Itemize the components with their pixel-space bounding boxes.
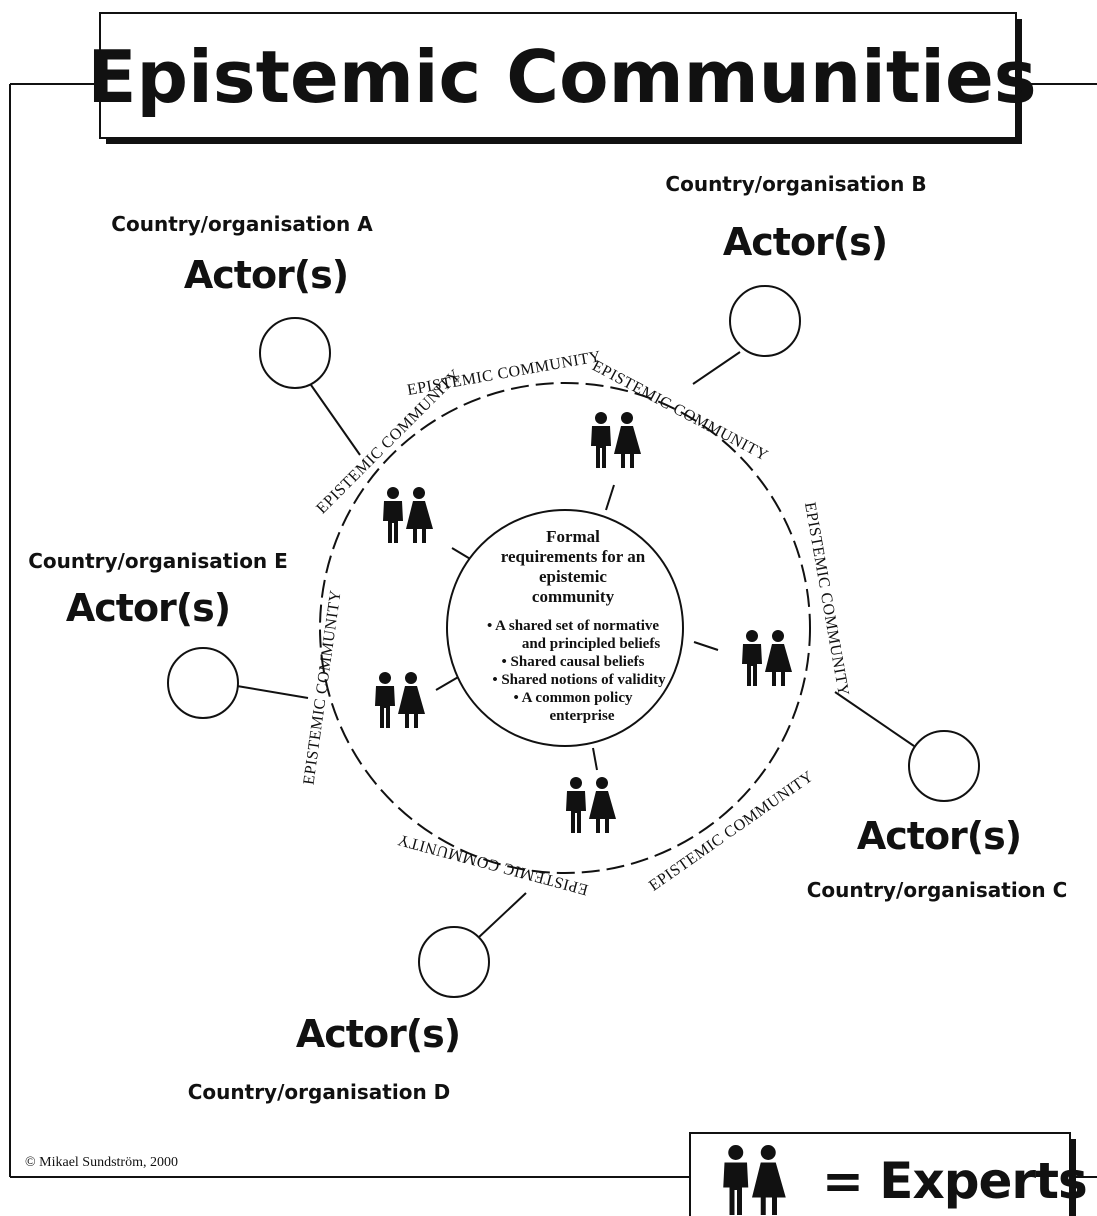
- copyright-note: © Mikael Sundström, 2000: [25, 1155, 178, 1170]
- center-spokes: [435, 484, 719, 771]
- actor-e: Country/organisation E Actor(s): [28, 549, 288, 719]
- center-item: enterprise: [550, 708, 615, 724]
- center-item: • A shared set of normative: [487, 618, 659, 634]
- center-requirements: Formal requirements for an epistemic com…: [446, 509, 684, 747]
- actor-b-country: Country/organisation B: [665, 172, 926, 196]
- legend-box: = Experts: [689, 1132, 1088, 1216]
- outer-frame: [9, 83, 1097, 1178]
- center-item: • A common policy: [513, 690, 633, 706]
- actor-c: Actor(s) Country/organisation C: [807, 730, 1068, 902]
- experts-icon: [742, 630, 792, 686]
- actor-c-label: Actor(s): [857, 814, 1021, 858]
- center-item: and principled beliefs: [522, 636, 661, 652]
- experts-icon: [566, 777, 616, 833]
- legend-label: = Experts: [822, 1152, 1087, 1210]
- ring-label: EPISTEMIC COMMUNITY: [300, 589, 344, 786]
- ring-label: EPISTEMIC COMMUNITY: [646, 768, 817, 895]
- page-title: Epistemic Communities: [87, 35, 1036, 119]
- actor-d-node: [418, 926, 490, 998]
- actor-a-country: Country/organisation A: [111, 212, 373, 236]
- actor-e-country: Country/organisation E: [28, 549, 288, 573]
- actor-d-country: Country/organisation D: [188, 1080, 451, 1104]
- center-heading-line: Formal: [546, 527, 600, 546]
- center-heading-line: epistemic: [539, 567, 607, 586]
- center-heading-line: community: [532, 587, 615, 606]
- center-item: • Shared notions of validity: [492, 672, 666, 688]
- experts-icon: [375, 672, 425, 728]
- center-heading-line: requirements for an: [501, 547, 646, 566]
- actor-e-label: Actor(s): [66, 586, 230, 630]
- title-box: Epistemic Communities: [87, 12, 1037, 144]
- actor-c-country: Country/organisation C: [807, 878, 1068, 902]
- experts-icon: [383, 487, 433, 543]
- experts-icon: [591, 412, 641, 468]
- connector-lines: [236, 351, 915, 939]
- center-item: • Shared causal beliefs: [502, 654, 645, 670]
- actor-b: Country/organisation B Actor(s): [665, 172, 927, 357]
- actor-b-label: Actor(s): [723, 220, 887, 264]
- ring-label: EPISTEMIC COMMUNITY: [396, 831, 590, 898]
- actor-b-node: [729, 285, 801, 357]
- actor-a: Country/organisation A Actor(s): [111, 212, 373, 389]
- actor-a-node: [259, 317, 331, 389]
- community-ring: [319, 382, 811, 874]
- actor-e-node: [167, 647, 239, 719]
- actor-c-node: [908, 730, 980, 802]
- actor-d: Actor(s) Country/organisation D: [188, 926, 490, 1104]
- actor-d-label: Actor(s): [296, 1012, 460, 1056]
- actor-a-label: Actor(s): [184, 253, 348, 297]
